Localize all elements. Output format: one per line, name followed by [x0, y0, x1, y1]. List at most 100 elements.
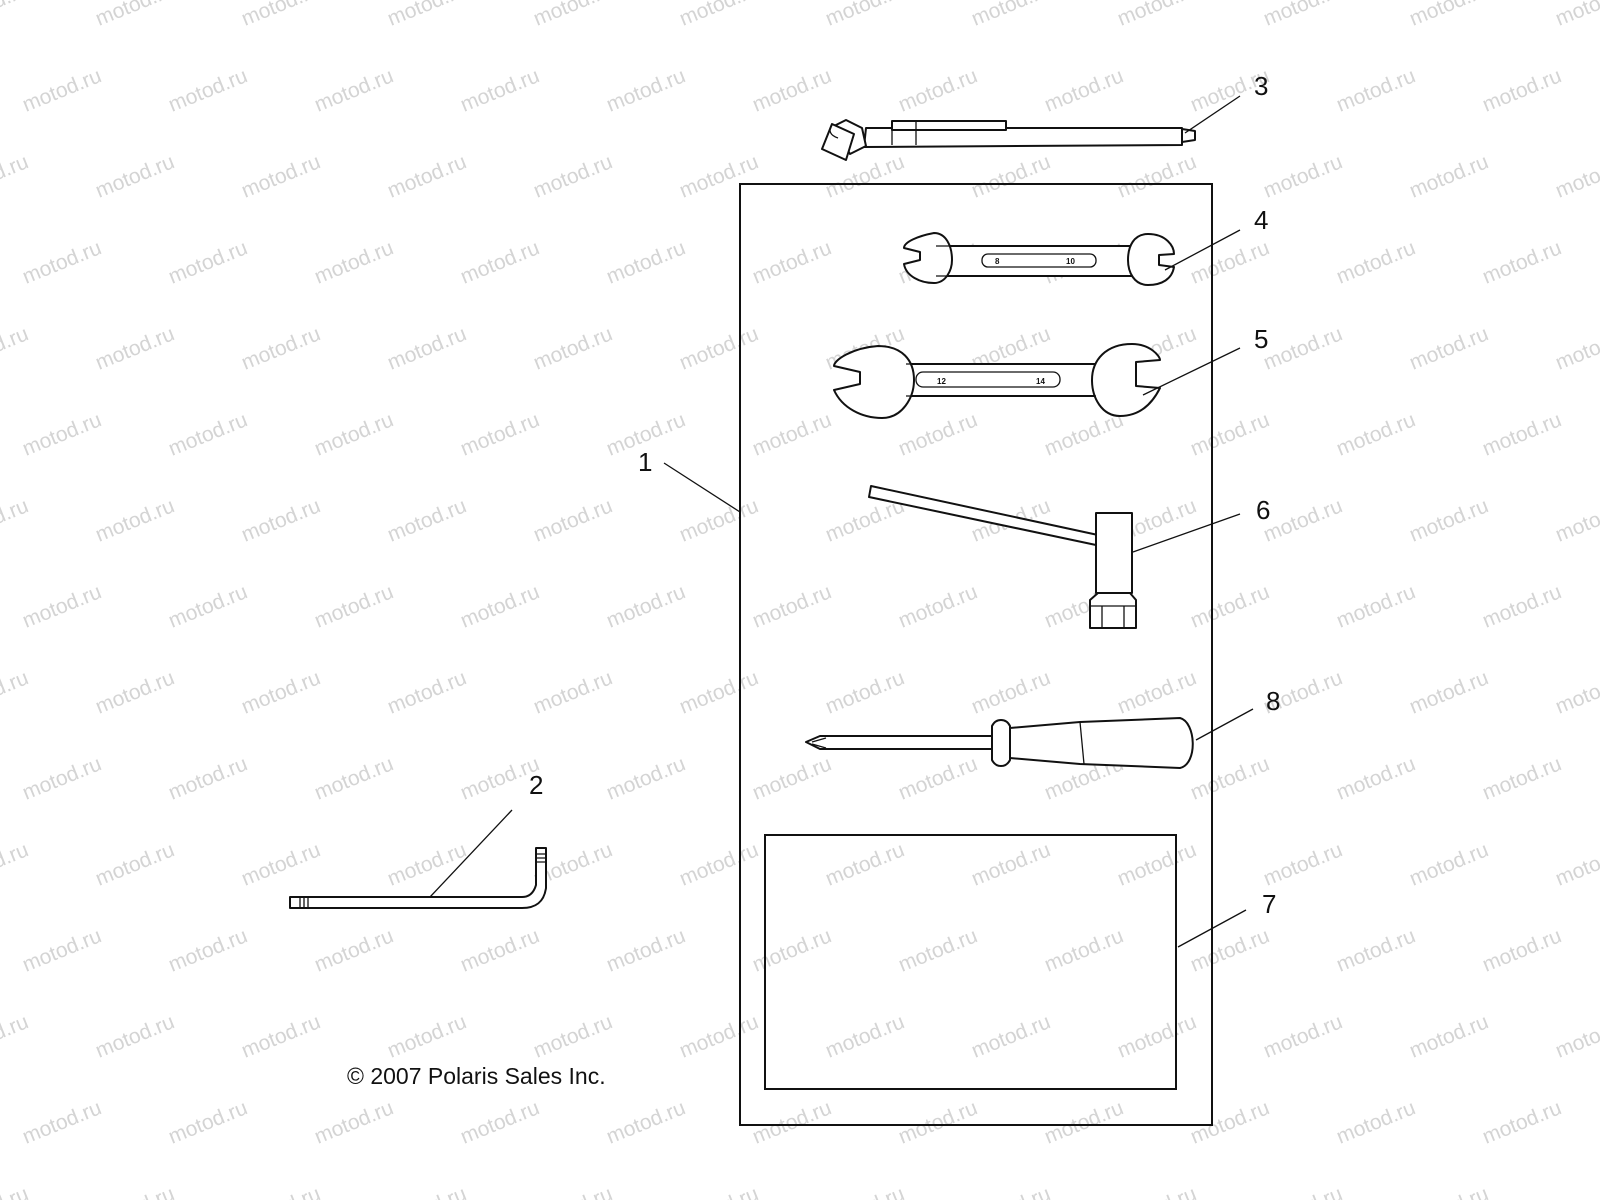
watermark-text: motod.ru [1260, 150, 1345, 202]
watermark-text: motod.ru [457, 580, 542, 632]
watermark-text: motod.ru [1041, 64, 1126, 116]
leader-5 [1142, 347, 1241, 396]
watermark-text: motod.ru [92, 0, 177, 31]
watermark-text: motod.ru [1406, 1182, 1491, 1200]
spark-plug-socket[interactable] [868, 485, 1137, 629]
watermark-text: motod.ru [1552, 838, 1600, 890]
watermark-text: motod.ru [311, 752, 396, 804]
watermark-text: motod.ru [1479, 924, 1564, 976]
watermark-text: motod.ru [895, 580, 980, 632]
watermark-text: motod.ru [165, 752, 250, 804]
watermark-text: motod.ru [1333, 1096, 1418, 1148]
watermark-text: motod.ru [19, 64, 104, 116]
watermark-text: motod.ru [19, 236, 104, 288]
watermark-text: motod.ru [1114, 0, 1199, 31]
watermark-text: motod.ru [968, 666, 1053, 718]
watermark-text: motod.ru [1187, 236, 1272, 288]
callout-5: 5 [1254, 324, 1268, 354]
watermark-text: motod.ru [530, 1010, 615, 1062]
watermark-text: motod.ru [1333, 408, 1418, 460]
watermark-text: motod.ru [603, 580, 688, 632]
watermark-text: motod.ru [1114, 150, 1199, 202]
watermark-text: motod.ru [822, 150, 907, 202]
watermark-text: motod.ru [165, 64, 250, 116]
watermark-text: motod.ru [1041, 924, 1126, 976]
watermark-text: motod.ru [311, 64, 396, 116]
callout-6: 6 [1256, 495, 1270, 525]
watermark-text: motod.ru [384, 666, 469, 718]
watermark-text: motod.ru [92, 150, 177, 202]
watermark-text: motod.ru [1552, 0, 1600, 31]
pressure-gauge[interactable] [821, 119, 1196, 161]
leader-3 [1184, 95, 1241, 134]
watermark-text: motod.ru [1406, 1010, 1491, 1062]
watermark-text: motod.ru [530, 322, 615, 374]
watermark-text: motod.ru [1260, 1010, 1345, 1062]
watermark-text: motod.ru [92, 494, 177, 546]
leader-lines [429, 95, 1254, 948]
watermark-text: motod.ru [19, 924, 104, 976]
hex-key[interactable] [289, 847, 547, 909]
watermark-text: motod.ru [1552, 1010, 1600, 1062]
tool-pouch[interactable] [739, 183, 1213, 1126]
copyright-notice: © 2007 Polaris Sales Inc. [347, 1063, 606, 1089]
watermark-text: motod.ru [1406, 322, 1491, 374]
watermark-text: motod.ru [1479, 580, 1564, 632]
watermark-text: motod.ru [457, 408, 542, 460]
watermark-text: motod.ru [1187, 580, 1272, 632]
watermark-text: motod.ru [1333, 580, 1418, 632]
watermark-text: motod.ru [676, 666, 761, 718]
watermark-text: motod.ru [968, 1182, 1053, 1200]
watermark-text: motod.ru [1552, 322, 1600, 374]
watermark-text: motod.ru [603, 752, 688, 804]
wrench-large-mark-12: 12 [937, 377, 946, 386]
watermark-text: motod.ru [238, 150, 323, 202]
screwdriver[interactable] [805, 717, 1194, 769]
wrench-8-10[interactable]: 8 10 [903, 232, 1175, 286]
watermark-text: motod.ru [749, 580, 834, 632]
watermark-text: motod.ru [238, 322, 323, 374]
watermark-text: motod.ru [1187, 752, 1272, 804]
watermark-text: motod.ru [384, 150, 469, 202]
leader-4 [1164, 229, 1241, 271]
watermark-text: motod.ru [749, 752, 834, 804]
watermark-text: motod.ru [895, 1096, 980, 1148]
watermark-text: motod.ru [968, 1010, 1053, 1062]
callout-7: 7 [1262, 889, 1276, 919]
watermark-text: motod.ru [238, 666, 323, 718]
watermark-text: motod.ru [1406, 150, 1491, 202]
watermark-text: motod.ru [92, 1010, 177, 1062]
watermark-text: motod.ru [749, 1096, 834, 1148]
leader-1 [663, 462, 741, 513]
watermark-text: motod.ru [1552, 666, 1600, 718]
watermark-text: motod.ru [1114, 838, 1199, 890]
watermark-text: motod.ru [1406, 494, 1491, 546]
watermark-text: motod.ru [0, 322, 32, 374]
watermark-text: motod.ru [968, 838, 1053, 890]
watermark-text: motod.ru [676, 150, 761, 202]
watermark-text: motod.ru [92, 1182, 177, 1200]
watermark-text: motod.ru [676, 1010, 761, 1062]
watermark-text: motod.ru [676, 1182, 761, 1200]
owner-manual-card[interactable] [764, 834, 1177, 1090]
watermark-text: motod.ru [749, 924, 834, 976]
wrench-12-14[interactable]: 12 14 [833, 343, 1161, 419]
watermark-text: motod.ru [165, 580, 250, 632]
watermark-text: motod.ru [1552, 494, 1600, 546]
watermark-text: motod.ru [676, 0, 761, 31]
watermark-text: motod.ru [530, 150, 615, 202]
watermark-text: motod.ru [384, 1010, 469, 1062]
leader-2 [429, 809, 513, 898]
watermark-text: motod.ru [968, 150, 1053, 202]
watermark-text: motod.ru [311, 580, 396, 632]
wrench-small-mark-8: 8 [995, 257, 1000, 266]
watermark-text: motod.ru [1479, 408, 1564, 460]
watermark-text: motod.ru [457, 924, 542, 976]
watermark-text: motod.ru [384, 838, 469, 890]
watermark-text: motod.ru [165, 1096, 250, 1148]
watermark-text: motod.ru [238, 0, 323, 31]
watermark-text: motod.ru [968, 0, 1053, 31]
watermark-text: motod.ru [19, 752, 104, 804]
watermark-text: motod.ru [1114, 1010, 1199, 1062]
